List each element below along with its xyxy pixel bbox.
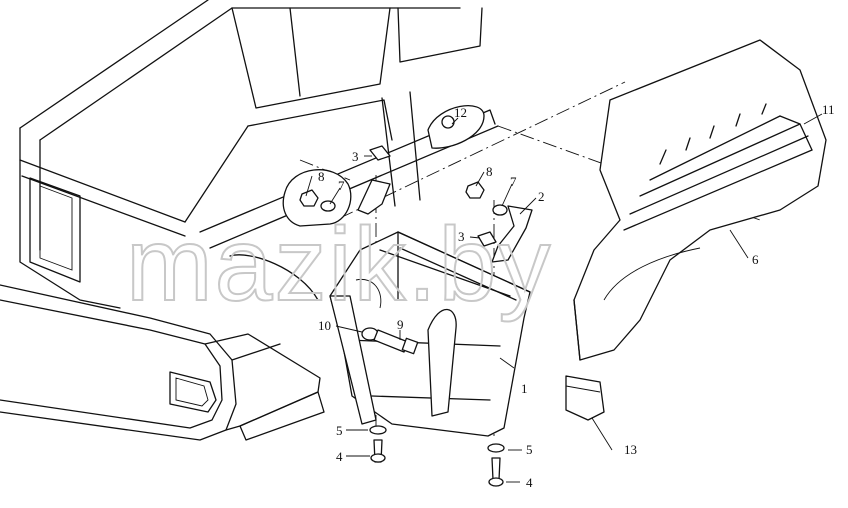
leader-lines: [305, 113, 823, 483]
screw-4-right: [491, 457, 501, 481]
fender-extension: [573, 39, 827, 361]
callout-11: 11: [822, 102, 835, 117]
callout-5-right: 5: [526, 442, 533, 457]
callout-4-left: 4: [336, 449, 343, 464]
vehicle-body: [0, 0, 499, 441]
bracket-left: [357, 179, 391, 215]
washer-5-right: [487, 443, 505, 453]
callout-2: 2: [538, 189, 545, 204]
callout-3-lower: 3: [458, 229, 465, 244]
callout-13: 13: [624, 442, 637, 457]
callout-12: 12: [454, 105, 467, 120]
callout-1: 1: [521, 381, 528, 396]
callout-4-right: 4: [526, 475, 533, 490]
hardware-parts: [282, 115, 605, 487]
tail-light: [427, 105, 485, 149]
clip-3-upper: [369, 145, 391, 161]
callout-8-left: 8: [318, 169, 325, 184]
callout-6: 6: [752, 252, 759, 267]
clip-3-lower: [477, 231, 497, 247]
bolt-9: [373, 329, 409, 353]
callout-8-right: 8: [486, 164, 493, 179]
mud-flap-assembly: [329, 231, 531, 437]
callout-5-left: 5: [336, 423, 343, 438]
bumper-guard-13: [565, 375, 605, 421]
watermark-text: mazik.by: [126, 207, 552, 323]
callout-7-left: 7: [338, 178, 345, 193]
washer-7-right: [492, 204, 508, 216]
callout-9: 9: [397, 317, 404, 332]
grommet-12: [441, 115, 455, 129]
bracket-2: [491, 205, 533, 263]
washer-7-left: [320, 200, 336, 212]
nut-8-left: [299, 189, 319, 207]
washer-5-left: [369, 425, 387, 435]
callout-10: 10: [318, 318, 331, 333]
callout-labels: 1 2 3 3 4 4 5 5 6 7 7 8 8 9 10 11 12 13: [318, 102, 835, 490]
callout-3-upper: 3: [352, 149, 359, 164]
callout-7-right: 7: [510, 174, 517, 189]
nut-8-right: [465, 181, 485, 199]
